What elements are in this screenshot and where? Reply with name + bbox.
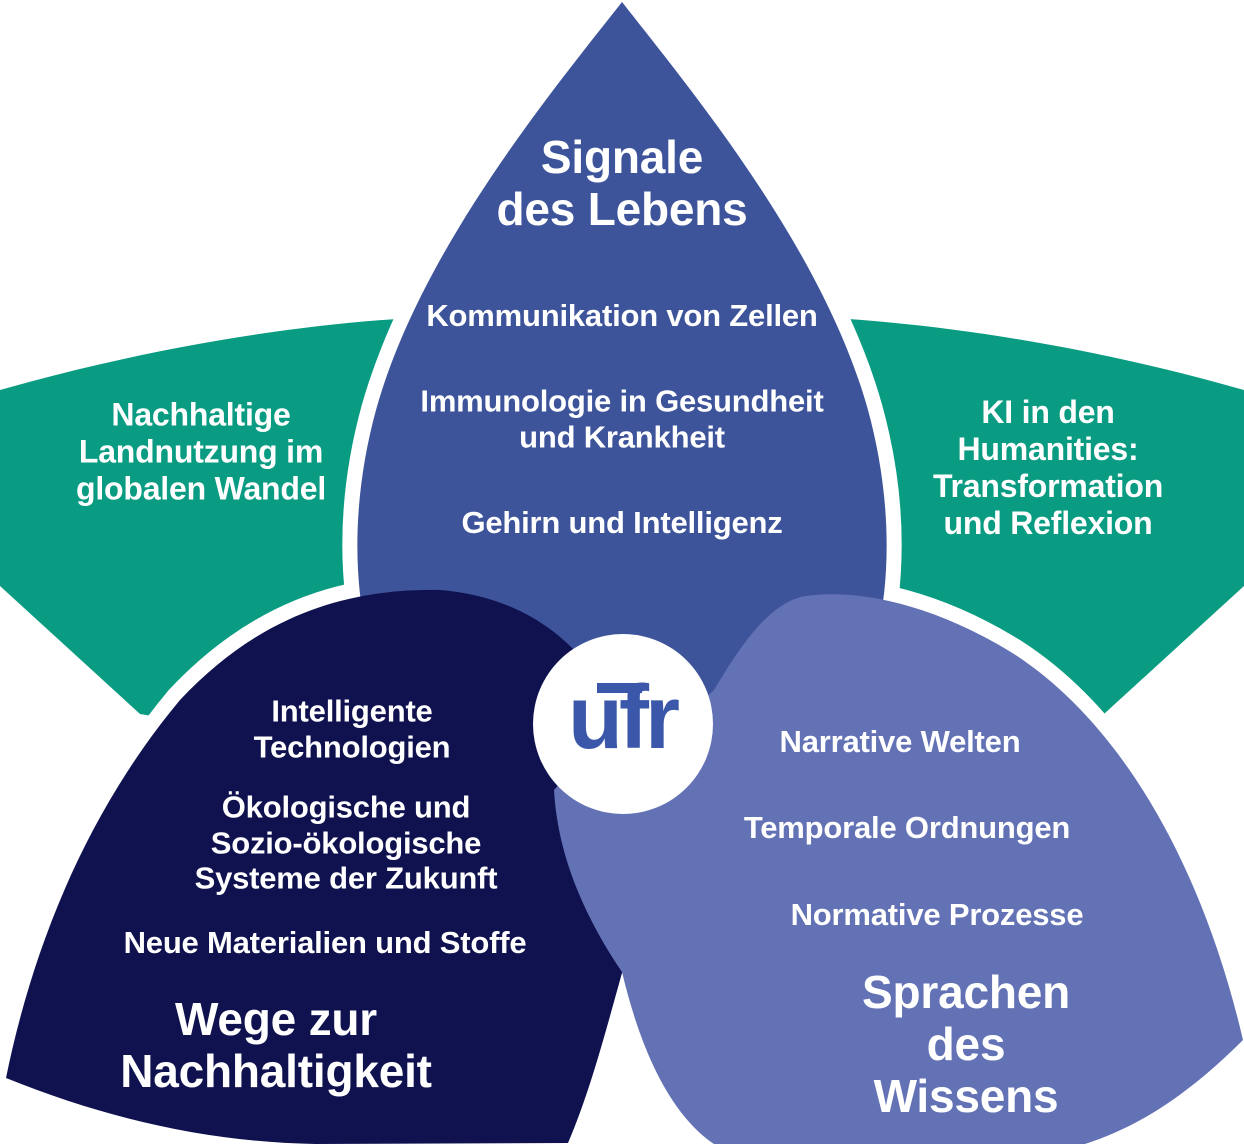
petal-top-item-2: Immunologie in Gesundheit und Krankheit [420,383,824,454]
ufr-logo: ufr [568,668,683,768]
petal-bottom-right-item-2: Temporale Ordnungen [743,810,1071,846]
petal-top-item-1: Kommunikation von Zellen [426,298,818,334]
petal-bottom-right-item-3: Normative Prozesse [790,897,1084,933]
ufr-logo-macron [597,683,642,693]
petal-top-title: Signale des Lebens [496,131,748,235]
petal-bottom-right-shape [554,594,1243,1144]
petal-bottom-left-title: Wege zur Nachhaltigkeit [120,993,432,1097]
petal-right-green-label: KI in den Humanities: Transformation und… [932,393,1164,542]
petal-bottom-left-item-1: Intelligente Technologien [253,693,451,764]
petal-bottom-left-shape [6,589,646,1144]
petal-top-item-3: Gehirn und Intelligenz [461,505,783,541]
petal-bottom-left-item-3: Neue Materialien und Stoffe [123,925,527,961]
center-circle [533,634,713,814]
petal-bottom-left-item-2: Ökologische und Sozio-ökologische System… [194,789,498,896]
petal-bottom-right-title: Sprachen des Wissens [861,966,1071,1122]
petal-left-green-label: Nachhaltige Landnutzung im globalen Wand… [75,396,327,507]
petal-bottom-right-item-1: Narrative Welten [779,724,1021,760]
